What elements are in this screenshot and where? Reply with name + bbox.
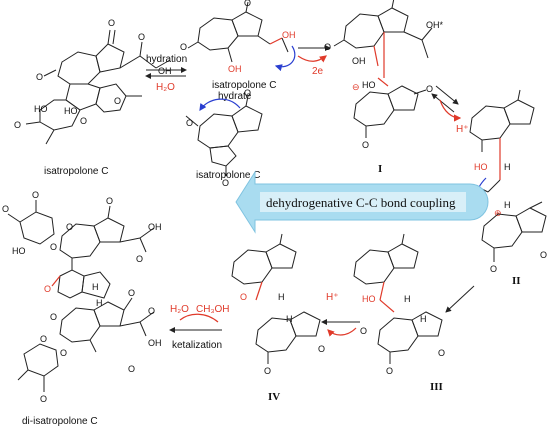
svg-text:O: O: [80, 116, 87, 126]
svg-text:O: O: [138, 32, 145, 42]
svg-text:O: O: [108, 18, 115, 28]
oxidation-arrow: 2e: [297, 45, 331, 77]
label-isatropolone-c-hydrate-bottom: hydrate: [218, 91, 252, 102]
svg-text:⊕: ⊕: [494, 208, 502, 218]
label-isatropolone-c-hydrate-top: isatropolone C: [212, 80, 276, 91]
svg-text:O: O: [32, 190, 39, 200]
arrow-III-to-IV: H⁺: [321, 292, 360, 337]
svg-text:O: O: [438, 348, 445, 358]
svg-text:O: O: [318, 344, 325, 354]
svg-text:O: O: [360, 326, 367, 336]
molecule-isatropolone-c-hydrate: O O OH OH isatropolone C hydrate: [180, 0, 296, 102]
svg-text:H: H: [278, 292, 285, 302]
svg-text:H: H: [504, 162, 511, 172]
svg-text:O: O: [386, 366, 393, 376]
svg-text:O: O: [148, 306, 155, 316]
hydration-arrows: hydration H₂O: [145, 54, 187, 93]
molecule-isatropolone-c-mid: O O O isatropolone C: [185, 88, 263, 188]
svg-text:O: O: [180, 42, 187, 52]
label-h-plus-right: H⁺: [456, 124, 469, 135]
intermediate-IV: O H H O O IV: [231, 233, 325, 403]
svg-text:O: O: [14, 120, 21, 130]
svg-text:O: O: [324, 42, 331, 52]
label-intermediate-IV: IV: [268, 391, 280, 403]
arrow-I-to-II: H⁺: [431, 85, 469, 135]
svg-text:O: O: [240, 292, 247, 302]
svg-text:O: O: [540, 250, 547, 260]
label-h2o-bottom: H₂O: [170, 304, 189, 315]
svg-text:O: O: [36, 72, 43, 82]
banner-arrow: dehydrogenative C-C bond coupling: [235, 170, 489, 234]
svg-text:O: O: [40, 394, 47, 404]
svg-text:HO: HO: [362, 294, 376, 304]
svg-text:O: O: [50, 312, 57, 322]
svg-text:O: O: [50, 242, 57, 252]
label-ketalization: ketalization: [172, 340, 222, 351]
arrow-II-to-III: [445, 285, 475, 313]
label-two-e: 2e: [312, 66, 324, 77]
label-ch3oh: CH₃OH: [196, 304, 230, 315]
svg-text:OH: OH: [228, 64, 242, 74]
label-intermediate-III: III: [430, 381, 443, 393]
svg-text:H: H: [504, 200, 511, 210]
svg-text:H: H: [286, 314, 293, 324]
svg-text:H: H: [92, 282, 99, 292]
svg-text:O: O: [106, 196, 113, 206]
label-di-isatropolone-c: di-isatropolone C: [22, 416, 98, 427]
svg-text:⊖: ⊖: [352, 82, 360, 92]
svg-text:O: O: [244, 0, 251, 8]
svg-text:HO: HO: [362, 80, 376, 90]
svg-text:OH: OH: [282, 30, 296, 40]
svg-text:O: O: [136, 254, 143, 264]
intermediate-I: O OH OH* ⊖ HO O O I: [324, 0, 444, 175]
svg-text:O: O: [264, 366, 271, 376]
svg-text:O: O: [128, 364, 135, 374]
svg-text:O: O: [128, 288, 135, 298]
molecule-isatropolone-c-left: O O O OH HO HO O O O isatropolone C: [14, 18, 172, 177]
svg-text:HO: HO: [34, 104, 48, 114]
svg-text:O: O: [426, 84, 433, 94]
svg-text:HO: HO: [12, 246, 26, 256]
svg-text:OH: OH: [352, 56, 366, 66]
svg-text:O: O: [60, 348, 67, 358]
svg-text:OH: OH: [158, 66, 172, 76]
intermediate-III: HO H H O O O III: [353, 233, 445, 393]
svg-text:O: O: [186, 118, 193, 128]
label-isatropolone-c-left: isatropolone C: [44, 166, 108, 177]
svg-text:HO: HO: [64, 106, 78, 116]
svg-text:O: O: [2, 204, 9, 214]
svg-text:O: O: [490, 264, 497, 274]
svg-text:OH: OH: [148, 222, 162, 232]
label-intermediate-II: II: [512, 275, 521, 287]
svg-text:H: H: [420, 314, 427, 324]
svg-text:O: O: [40, 334, 47, 344]
label-isatropolone-c-mid: isatropolone C: [196, 170, 260, 181]
svg-text:O: O: [114, 96, 121, 106]
svg-text:OH: OH: [148, 338, 162, 348]
svg-text:OH*: OH*: [426, 20, 444, 30]
label-hydration: hydration: [146, 54, 187, 65]
svg-text:H: H: [404, 294, 411, 304]
label-h2o-top: H₂O: [156, 82, 175, 93]
svg-text:O: O: [44, 284, 51, 294]
label-h-plus-mid: H⁺: [326, 292, 339, 303]
ketalization-arrow: H₂O CH₃OH ketalization: [169, 304, 230, 351]
svg-text:O: O: [362, 140, 369, 150]
svg-text:O: O: [66, 222, 73, 232]
banner-text: dehydrogenative C-C bond coupling: [266, 195, 456, 210]
svg-text:HO: HO: [474, 162, 488, 172]
label-intermediate-I: I: [378, 163, 382, 175]
svg-text:H: H: [96, 298, 103, 308]
svg-text:O: O: [222, 178, 229, 188]
molecule-di-isatropolone-c: O O HO O O O OH O O H H O OH O O O: [2, 190, 162, 427]
svg-text:O: O: [244, 88, 251, 98]
